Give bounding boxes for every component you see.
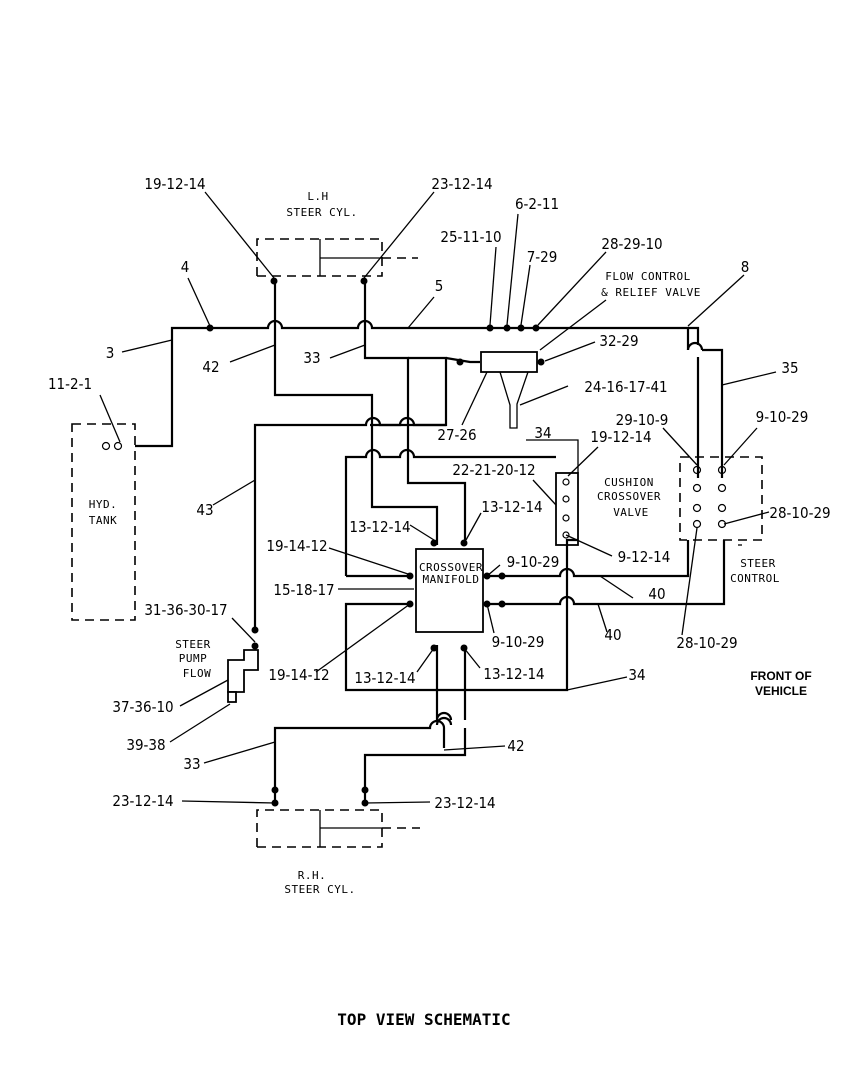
callout: 37-36-10 [112, 698, 173, 716]
callout: 8 [741, 258, 750, 276]
callout: 13-12-14 [349, 518, 410, 536]
tank-label-2: TANK [89, 514, 118, 527]
callout: 35 [781, 359, 798, 377]
callout: 32-29 [599, 332, 638, 350]
callout: 42 [202, 358, 219, 376]
callout: 7-29 [527, 248, 558, 266]
callout: 11-2-1 [48, 375, 92, 393]
callout: 6-2-11 [515, 195, 559, 213]
callout: 28-10-29 [676, 634, 737, 652]
callout: 33 [183, 755, 200, 773]
callout: 19-14-12 [268, 666, 329, 684]
tank-label-1: HYD. [89, 498, 118, 511]
callout: 19-12-14 [590, 428, 651, 446]
callout: 43 [196, 501, 213, 519]
callout: 23-12-14 [112, 792, 173, 810]
steer-control-label-1: STEER [740, 557, 776, 570]
pump-label-3: FLOW [183, 667, 212, 680]
lh-cyl-label-2: STEER CYL. [286, 206, 357, 219]
callout: 23-12-14 [431, 175, 492, 193]
leader-lines [99, 191, 777, 804]
lh-cyl-label-1: L.H [307, 190, 328, 203]
callout: 40 [648, 585, 665, 603]
callout: 34 [534, 424, 551, 442]
manifold-label-2: MANIFOLD [423, 573, 480, 586]
callout: 4 [181, 258, 190, 276]
flow-control-label-1: FLOW CONTROL [605, 270, 690, 283]
part-callouts: 19-12-14 23-12-14 6-2-11 25-11-10 28-29-… [48, 175, 831, 812]
page-title: TOP VIEW SCHEMATIC [337, 1010, 510, 1029]
callout: 28-10-29 [769, 504, 830, 522]
callout: 28-29-10 [601, 235, 662, 253]
cushion-label-3: VALVE [613, 506, 649, 519]
component-labels: L.H STEER CYL. R.H. STEER CYL. HYD. TANK… [89, 190, 812, 896]
front-label-1: FRONT OF [750, 669, 811, 683]
rh-steer-cylinder [256, 809, 420, 848]
flow-control-relief-valve [480, 351, 538, 429]
callout: 39-38 [126, 736, 165, 754]
steer-control-label-2: CONTROL [730, 572, 780, 585]
callout: 19-14-12 [266, 537, 327, 555]
cushion-label-2: CROSSOVER [597, 490, 661, 503]
lh-steer-cylinder [256, 238, 418, 277]
rh-cyl-label-2: STEER CYL. [284, 883, 355, 896]
callout: 42 [507, 737, 524, 755]
callout: 9-10-29 [756, 408, 809, 426]
callout: 31-36-30-17 [144, 601, 227, 619]
callout: 9-12-14 [618, 548, 671, 566]
callout: 25-11-10 [440, 228, 501, 246]
callout: 29-10-9 [616, 411, 669, 429]
callout: 13-12-14 [481, 498, 542, 516]
callout: 13-12-14 [483, 665, 544, 683]
callout: 23-12-14 [434, 794, 495, 812]
callout: 15-18-17 [273, 581, 334, 599]
callout: 3 [106, 344, 115, 362]
steer-pump [227, 649, 259, 703]
callout: 34 [628, 666, 645, 684]
cushion-label-1: CUSHION [604, 476, 654, 489]
front-label-2: VEHICLE [755, 684, 807, 698]
pump-label-1: STEER [175, 638, 211, 651]
connection-dots [206, 277, 545, 807]
hydraulic-tank [71, 423, 136, 621]
rh-cyl-label-1: R.H. [298, 869, 327, 882]
callout: 40 [604, 626, 621, 644]
crossover-manifold [415, 548, 484, 633]
manifold-label-1: CROSSOVER [419, 561, 483, 574]
callout: 13-12-14 [354, 669, 415, 687]
pump-label-2: PUMP [179, 652, 208, 665]
callout: 22-21-20-12 [452, 461, 535, 479]
callout: 5 [435, 277, 444, 295]
callout: 19-12-14 [144, 175, 205, 193]
flow-control-label-2: & RELIEF VALVE [601, 286, 701, 299]
callout: 33 [303, 349, 320, 367]
callout: 9-10-29 [492, 633, 545, 651]
callout: 9-10-29 [507, 553, 560, 571]
cushion-crossover-valve [555, 472, 579, 546]
hydraulic-lines [135, 283, 726, 800]
callout: 24-16-17-41 [584, 378, 667, 396]
callout: 27-26 [437, 426, 476, 444]
